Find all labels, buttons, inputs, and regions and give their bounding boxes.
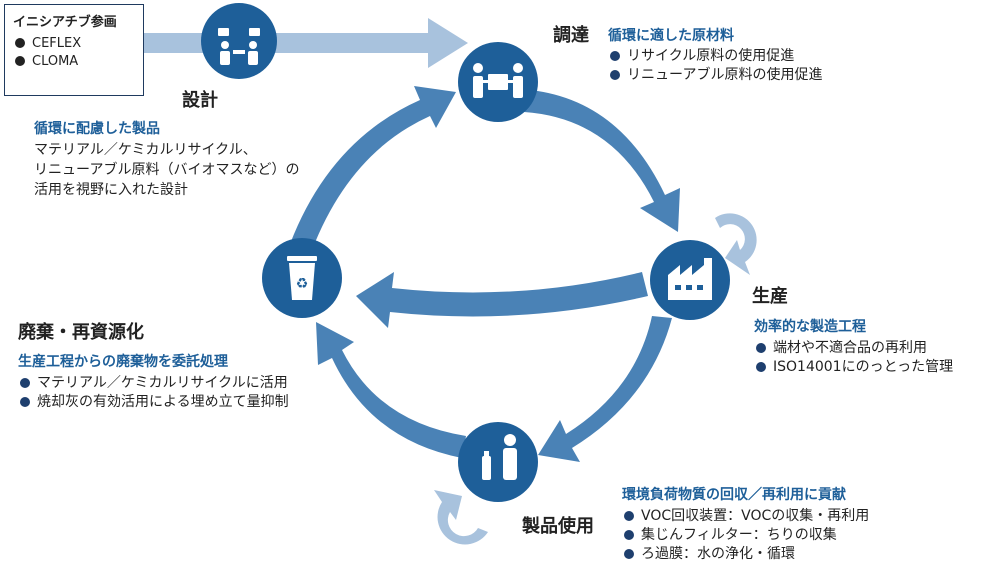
recycle-bin-icon: ♻: [287, 256, 317, 300]
initiative-item-cloma: CLOMA: [15, 54, 135, 69]
procurement-node: [458, 42, 538, 122]
self-loop-arrow-production: [715, 213, 757, 275]
bullet-icon: [15, 56, 25, 66]
cycle-arrow-production-to-use: [538, 316, 672, 462]
cycle-arrow-procurement-to-production: [524, 90, 680, 232]
cycle-arrow-use-to-disposal: [316, 322, 466, 458]
bullet-icon: [624, 549, 634, 559]
disposal-node: ♻: [262, 238, 342, 318]
self-loop-arrow-use: [434, 490, 488, 545]
procurement-bullets: リサイクル原料の使用促進 リニューアブル原料の使用促進: [610, 47, 822, 85]
initiative-box: イニシアチブ参画 CEFLEX CLOMA: [4, 4, 144, 96]
svg-text:♻: ♻: [296, 276, 309, 292]
bullet-icon: [15, 38, 25, 48]
bullet-icon: [610, 70, 620, 80]
disposal-bullets: マテリアル／ケミカルリサイクルに活用 焼却灰の有効活用による埋め立て量抑制: [20, 374, 289, 412]
factory-icon: [668, 258, 712, 300]
design-description: マテリアル／ケミカルリサイクル、 リニューアブル原料（バイオマスなど）の 活用を…: [34, 140, 299, 200]
bullet-icon: [20, 378, 30, 388]
list-item: マテリアル／ケミカルリサイクルに活用: [20, 374, 289, 393]
design-line: 活用を視野に入れた設計: [34, 182, 188, 198]
bullet-icon: [610, 51, 620, 61]
list-item: リニューアブル原料の使用促進: [610, 66, 822, 85]
bullet-icon: [756, 362, 766, 372]
cycle-arrow-disposal-to-design: [290, 86, 456, 250]
design-heading: 循環に配慮した製品: [34, 121, 160, 137]
list-item: 集じんフィルター：ちりの収集: [624, 526, 869, 545]
handover-box-icon: [473, 63, 523, 98]
list-item: VOC回収装置：VOCの収集・再利用: [624, 507, 869, 526]
procurement-label: 調達: [553, 25, 589, 46]
production-label: 生産: [752, 286, 788, 307]
initiative-input-arrow: [144, 18, 468, 68]
bullet-icon: [624, 511, 634, 521]
disposal-heading: 生産工程からの廃棄物を委託処理: [18, 354, 228, 370]
production-node: [650, 240, 730, 320]
cycle-arrow-production-to-disposal: [356, 272, 648, 328]
initiative-item-ceflex: CEFLEX: [15, 36, 135, 51]
design-line: リニューアブル原料（バイオマスなど）の: [34, 162, 300, 178]
production-bullets: 端材や不適合品の再利用 ISO14001にのっとった管理: [756, 339, 953, 377]
bullet-icon: [20, 397, 30, 407]
initiative-box-title: イニシアチブ参画: [13, 15, 117, 30]
use-label: 製品使用: [522, 516, 594, 537]
list-item: ISO14001にのっとった管理: [756, 358, 953, 377]
person-bottle-icon: [482, 434, 517, 480]
bullet-icon: [624, 530, 634, 540]
use-node: [458, 422, 538, 502]
design-node: [201, 3, 277, 79]
use-heading: 環境負荷物質の回収／再利用に貢献: [622, 487, 846, 503]
design-label: 設計: [182, 90, 218, 111]
disposal-label: 廃棄・再資源化: [18, 322, 144, 343]
bullet-icon: [756, 343, 766, 353]
list-item: リサイクル原料の使用促進: [610, 47, 822, 66]
production-heading: 効率的な製造工程: [754, 319, 866, 335]
procurement-heading: 循環に適した原材料: [608, 28, 734, 44]
design-line: マテリアル／ケミカルリサイクル、: [34, 142, 257, 158]
list-item: ろ過膜：水の浄化・循環: [624, 545, 869, 564]
meeting-people-icon: [218, 28, 260, 65]
list-item: 端材や不適合品の再利用: [756, 339, 953, 358]
list-item: 焼却灰の有効活用による埋め立て量抑制: [20, 393, 289, 412]
use-bullets: VOC回収装置：VOCの収集・再利用 集じんフィルター：ちりの収集 ろ過膜：水の…: [624, 507, 869, 564]
